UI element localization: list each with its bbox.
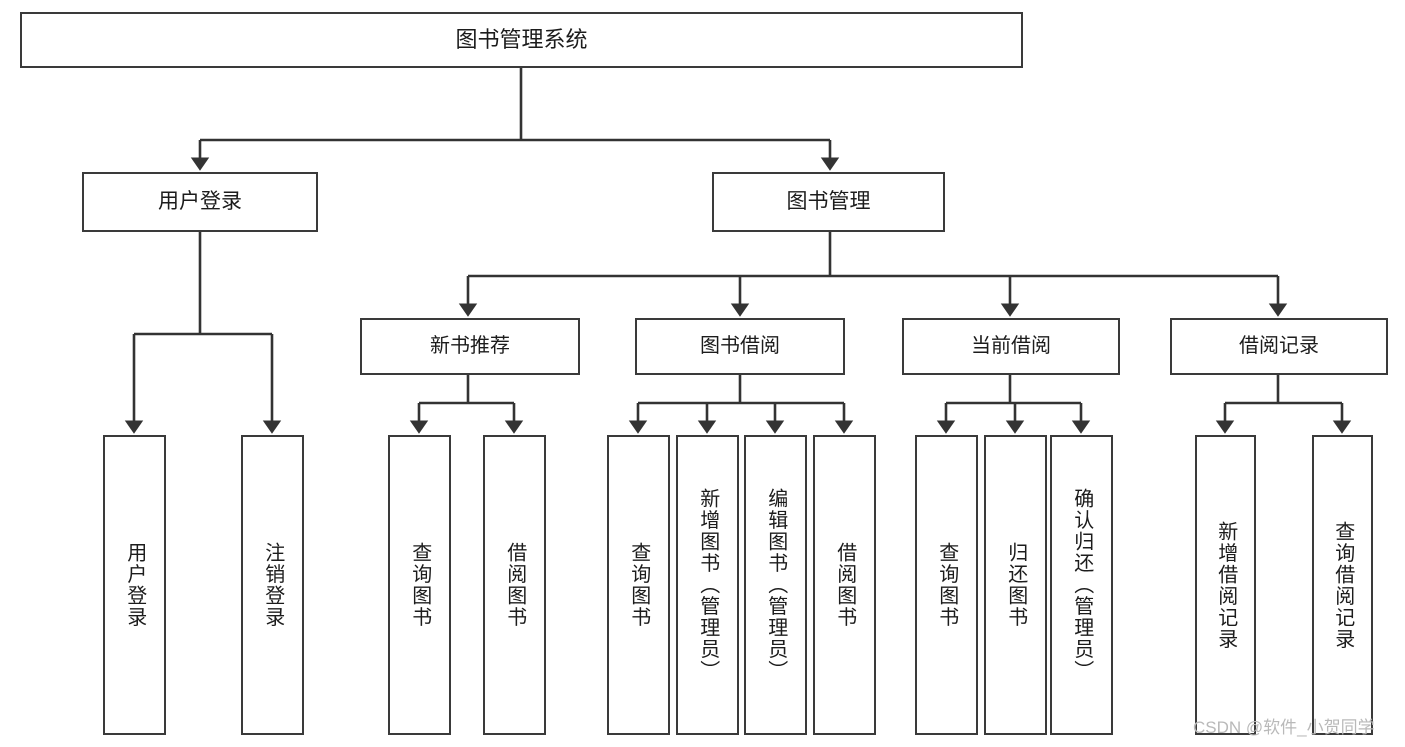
node-leaf-query-record-label: 查询借阅记录 [1331,520,1354,650]
node-book-borrow[interactable]: 图书借阅 [635,318,845,375]
node-leaf-return-book[interactable]: 归还图书 [984,435,1047,735]
node-leaf-edit-book[interactable]: 编辑图书（管理员） [744,435,807,735]
node-leaf-add-record[interactable]: 新增借阅记录 [1195,435,1256,735]
node-leaf-add-book[interactable]: 新增图书（管理员） [676,435,739,735]
node-root[interactable]: 图书管理系统 [20,12,1023,68]
node-leaf-query-book-1[interactable]: 查询图书 [388,435,451,735]
node-leaf-user-login-label: 用户登录 [123,542,146,628]
node-leaf-user-logout[interactable]: 注销登录 [241,435,304,735]
node-leaf-borrow-book-2-label: 借阅图书 [833,542,856,628]
node-leaf-add-record-label: 新增借阅记录 [1214,520,1237,650]
node-book-manage-label: 图书管理 [786,190,871,214]
node-user-login[interactable]: 用户登录 [82,172,318,232]
node-leaf-borrow-book-1[interactable]: 借阅图书 [483,435,546,735]
node-leaf-borrow-book-2[interactable]: 借阅图书 [813,435,876,735]
node-root-label: 图书管理系统 [455,26,588,52]
node-leaf-borrow-book-1-label: 借阅图书 [503,542,526,628]
node-leaf-add-book-label: 新增图书（管理员） [696,488,719,682]
node-leaf-query-book-3[interactable]: 查询图书 [915,435,978,735]
node-leaf-user-logout-label: 注销登录 [261,542,284,628]
node-new-book-rec-label: 新书推荐 [430,335,510,358]
node-book-manage[interactable]: 图书管理 [712,172,945,232]
node-current-borrow[interactable]: 当前借阅 [902,318,1120,375]
node-leaf-confirm-return[interactable]: 确认归还（管理员） [1050,435,1113,735]
node-leaf-return-book-label: 归还图书 [1004,542,1027,628]
node-leaf-query-book-1-label: 查询图书 [408,542,431,628]
node-borrow-record-label: 借阅记录 [1239,335,1319,358]
node-leaf-query-book-3-label: 查询图书 [935,542,958,628]
node-leaf-confirm-return-label: 确认归还（管理员） [1070,488,1093,682]
node-leaf-query-record[interactable]: 查询借阅记录 [1312,435,1373,735]
node-leaf-user-login[interactable]: 用户登录 [103,435,166,735]
node-new-book-rec[interactable]: 新书推荐 [360,318,580,375]
watermark-text: CSDN @软件_小贺同学 [1193,718,1375,737]
node-book-borrow-label: 图书借阅 [700,335,780,358]
node-leaf-query-book-2[interactable]: 查询图书 [607,435,670,735]
node-borrow-record[interactable]: 借阅记录 [1170,318,1388,375]
node-leaf-edit-book-label: 编辑图书（管理员） [764,488,787,682]
node-leaf-query-book-2-label: 查询图书 [627,542,650,628]
node-current-borrow-label: 当前借阅 [971,335,1051,358]
node-user-login-label: 用户登录 [158,190,242,214]
